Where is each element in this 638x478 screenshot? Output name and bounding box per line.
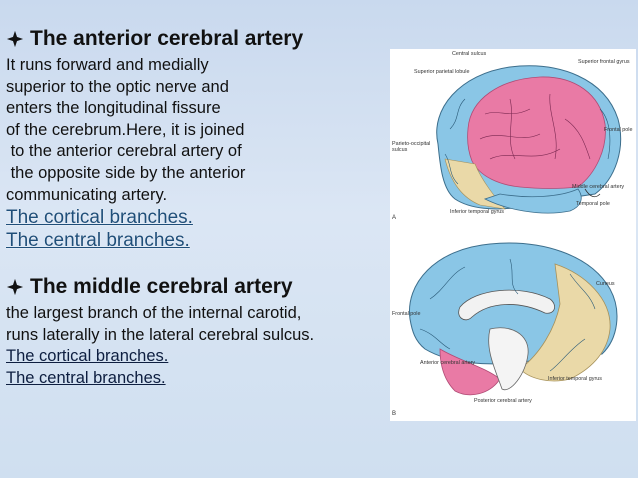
section2-heading-text: The middle cerebral artery bbox=[30, 275, 293, 299]
label-inferior-temporal-gyrus-a: Inferior temporal gyrus bbox=[450, 209, 504, 215]
panel-a-label: A bbox=[392, 215, 397, 221]
label-temporal-pole: Temporal pole bbox=[576, 201, 610, 207]
label-posterior-cerebral-artery: Posterior cerebral artery bbox=[474, 398, 532, 404]
lateral-tan-region bbox=[444, 158, 506, 210]
brain-illustration bbox=[408, 65, 622, 396]
lateral-pink-region bbox=[467, 76, 606, 189]
label-central-sulcus: Central sulcus bbox=[452, 51, 487, 57]
section2-cortical-link[interactable]: The cortical branches. bbox=[6, 347, 169, 366]
section1-line: communicating artery. bbox=[6, 185, 168, 204]
medial-tan-region bbox=[519, 263, 611, 382]
text-column: The anterior cerebral artery It runs for… bbox=[6, 26, 391, 390]
section1-line: enters the longitudinal fissure bbox=[6, 99, 221, 118]
diamond-bullet-icon bbox=[6, 30, 24, 48]
section1-line: It runs forward and medially bbox=[6, 56, 209, 74]
corpus-callosum bbox=[458, 289, 555, 321]
brain-lateral-view bbox=[436, 65, 622, 214]
section1-body: It runs forward and medially superior to… bbox=[6, 55, 391, 206]
section2-line: runs laterally in the lateral cerebral s… bbox=[6, 325, 315, 344]
section1-cortical-link[interactable]: The cortical branches. bbox=[6, 207, 193, 229]
diamond-bullet-icon bbox=[6, 279, 24, 296]
label-frontal-pole-a: Frontal pole bbox=[604, 127, 633, 133]
section1-line: of the cerebrum.Here, it is joined bbox=[6, 120, 245, 139]
brainstem bbox=[488, 327, 529, 391]
section2-line: the largest branch of the internal carot… bbox=[6, 304, 302, 323]
label-superior-frontal-gyrus: Superior frontal gyrus bbox=[578, 59, 630, 65]
section1-line: the opposite side by the anterior bbox=[6, 163, 246, 182]
section1-line: superior to the optic nerve and bbox=[6, 77, 229, 96]
medial-pink-region bbox=[439, 348, 501, 396]
spacer bbox=[6, 252, 391, 274]
section1-heading-text: The anterior cerebral artery bbox=[30, 27, 304, 50]
section1-central-link[interactable]: The central branches. bbox=[6, 230, 190, 252]
label-anterior-cerebral-artery: Anterior cerebral artery bbox=[420, 360, 476, 366]
label-inferior-temporal-gyrus-b: Inferior temporal gyrus bbox=[548, 376, 602, 382]
section2-body: the largest branch of the internal carot… bbox=[6, 303, 391, 346]
section1-heading: The anterior cerebral artery bbox=[6, 26, 391, 52]
label-cuneus: Cuneus bbox=[596, 281, 615, 287]
panel-b-label: B bbox=[392, 411, 397, 417]
label-superior-parietal-lobule: Superior parietal lobule bbox=[414, 69, 470, 75]
section2-heading: The middle cerebral artery bbox=[6, 274, 391, 300]
label-frontal-pole-b: Frontal pole bbox=[392, 311, 421, 317]
section1-line: to the anterior cerebral artery of bbox=[6, 142, 242, 161]
brain-figure: Central sulcus Superior frontal gyrus Su… bbox=[390, 49, 636, 421]
section2-central-link[interactable]: The central branches. bbox=[6, 368, 166, 387]
brain-medial-view bbox=[408, 242, 618, 396]
label-middle-cerebral-artery: Middle cerebral artery bbox=[572, 184, 625, 190]
lateral-temporal-lobe bbox=[483, 188, 582, 214]
label-parieto-occipital-sulcus: Parieto-occipital sulcus bbox=[392, 141, 431, 153]
